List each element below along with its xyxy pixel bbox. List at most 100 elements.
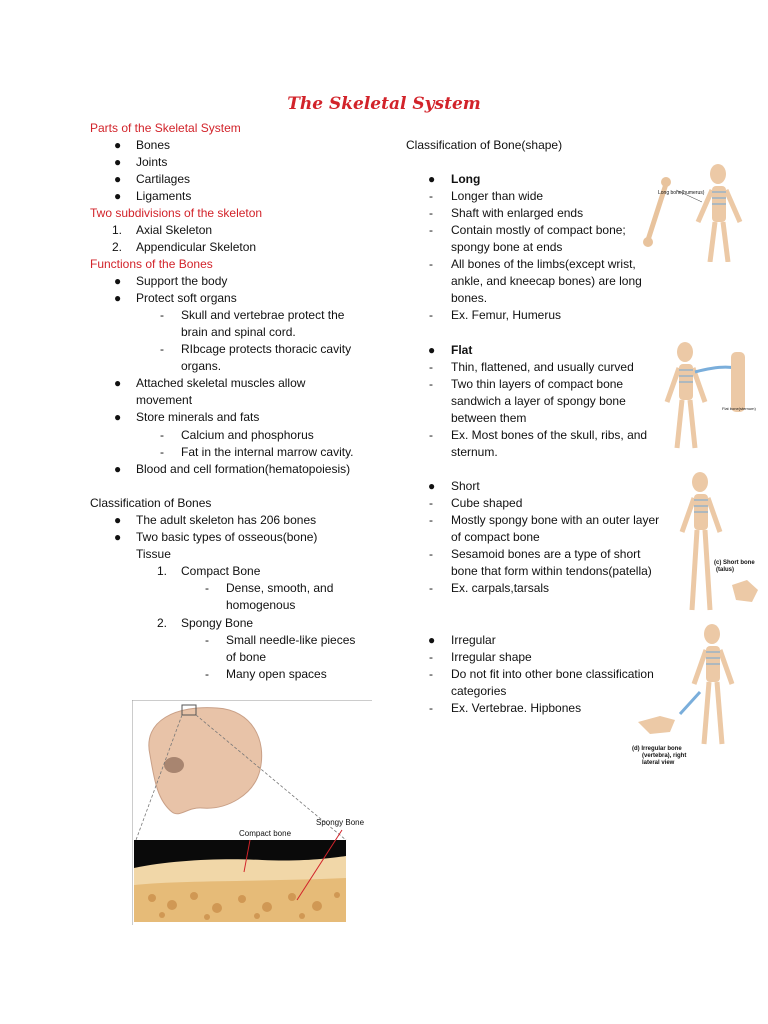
bullet: ● <box>428 172 436 186</box>
dash: - <box>160 428 164 442</box>
bullet: ● <box>428 479 436 493</box>
list-item: homogenous <box>226 598 296 612</box>
list-item: Mostly spongy bone with an outer layer <box>451 513 660 527</box>
irregular-title: Irregular <box>451 633 496 647</box>
short-title: Short <box>451 479 480 493</box>
short-bone-skeleton-illustration <box>679 472 758 611</box>
long-bone-label: Long bone(humerus) <box>658 190 705 196</box>
dash: - <box>429 308 433 322</box>
list-item: Spongy Bone <box>181 616 254 630</box>
list-item: Thin, flattened, and usually curved <box>451 360 634 374</box>
dash: - <box>429 667 433 681</box>
bullet: ● <box>114 462 122 476</box>
list-item: Cube shaped <box>451 496 523 510</box>
list-item: Cartilages <box>136 172 191 186</box>
functions-heading: Functions of the Bones <box>90 257 213 271</box>
list-item: Two thin layers of compact bone <box>451 377 624 391</box>
bullet: ● <box>114 410 122 424</box>
list-item: organs. <box>181 359 222 373</box>
list-item: Blood and cell formation(hematopoiesis) <box>136 462 351 476</box>
list-item: bones. <box>451 291 488 305</box>
list-item: sternum. <box>451 445 498 459</box>
list-item: Joints <box>136 155 168 169</box>
list-item: Support the body <box>136 274 228 288</box>
long-title: Long <box>451 172 481 186</box>
dash: - <box>205 667 209 681</box>
bullet: ● <box>114 138 122 152</box>
bullet: ● <box>114 189 122 203</box>
list-item: Shaft with enlarged ends <box>451 206 584 220</box>
list-item: Sesamoid bones are a type of short <box>451 547 641 561</box>
list-item: of bone <box>226 650 267 664</box>
list-item: RIbcage protects thoracic cavity <box>181 342 352 356</box>
bullet: ● <box>114 172 122 186</box>
spongy-bone-label: Spongy Bone <box>316 818 365 827</box>
bullet: ● <box>114 274 122 288</box>
dash: - <box>429 377 433 391</box>
list-item: spongy bone at ends <box>451 240 563 254</box>
list-item: of compact bone <box>451 530 540 544</box>
list-item: Contain mostly of compact bone; <box>451 223 626 237</box>
dash: - <box>160 445 164 459</box>
short-bone-label: (c) Short bone <box>714 560 755 566</box>
shape-heading: Classification of Bone(shape) <box>406 138 563 152</box>
dash: - <box>205 633 209 647</box>
list-item: Ex. Femur, Humerus <box>451 308 562 322</box>
list-item: Ex. Vertebrae. Hipbones <box>451 701 582 715</box>
list-item: Small needle-like pieces <box>226 633 356 647</box>
classification-heading: Classification of Bones <box>90 496 212 510</box>
list-item: movement <box>136 393 193 407</box>
dash: - <box>429 581 433 595</box>
short-bone-label-sub: (talus) <box>716 567 734 573</box>
list-item: Protect soft organs <box>136 291 237 305</box>
bullet: ● <box>428 343 436 357</box>
bullet: ● <box>114 291 122 305</box>
page-title: The Skeletal System <box>287 94 481 114</box>
bullet: ● <box>114 513 122 527</box>
skull-bone-illustration <box>132 700 372 925</box>
flat-bone-skeleton-illustration <box>664 342 745 449</box>
number: 2. <box>157 616 168 630</box>
list-item: Two basic types of osseous(bone) <box>136 530 318 544</box>
dash: - <box>429 257 433 271</box>
dash: - <box>429 206 433 220</box>
dash: - <box>160 342 164 356</box>
list-item: Irregular shape <box>451 650 532 664</box>
list-item: between them <box>451 411 527 425</box>
dash: - <box>205 581 209 595</box>
number: 2. <box>112 240 123 254</box>
dash: - <box>429 650 433 664</box>
compact-bone-label: Compact bone <box>239 829 292 838</box>
list-item: brain and spinal cord. <box>181 325 296 339</box>
list-item: Calcium and phosphorus <box>181 428 314 442</box>
list-item: Bones <box>136 138 171 152</box>
bullet: ● <box>114 155 122 169</box>
list-item: Tissue <box>136 547 171 561</box>
list-item: All bones of the limbs(except wrist, <box>451 257 636 271</box>
list-item: Do not fit into other bone classificatio… <box>451 667 654 681</box>
bullet: ● <box>114 376 122 390</box>
list-item: Fat in the internal marrow cavity. <box>181 445 354 459</box>
parts-heading: Parts of the Skeletal System <box>90 121 241 135</box>
list-item: Dense, smooth, and <box>226 581 334 595</box>
dash: - <box>429 701 433 715</box>
dash: - <box>429 547 433 561</box>
list-item: categories <box>451 684 507 698</box>
list-item: Ligaments <box>136 189 192 203</box>
irregular-bone-label: (d) Irregular bone <box>632 746 682 752</box>
list-item: Many open spaces <box>226 667 327 681</box>
dash: - <box>429 360 433 374</box>
list-item: ankle, and kneecap bones) are long <box>451 274 642 288</box>
list-item: Ex. carpals,tarsals <box>451 581 550 595</box>
list-item: Appendicular Skeleton <box>136 240 257 254</box>
list-item: The adult skeleton has 206 bones <box>136 513 317 527</box>
subdivisions-heading: Two subdivisions of the skeleton <box>90 206 263 220</box>
list-item: bone that form within tendons(patella) <box>451 564 652 578</box>
irregular-bone-skeleton-illustration <box>638 624 735 745</box>
list-item: Store minerals and fats <box>136 410 260 424</box>
list-item: Skull and vertebrae protect the <box>181 308 345 322</box>
number: 1. <box>112 223 123 237</box>
dash: - <box>429 428 433 442</box>
bullet: ● <box>114 530 122 544</box>
long-bone-skeleton-illustration <box>643 164 743 262</box>
